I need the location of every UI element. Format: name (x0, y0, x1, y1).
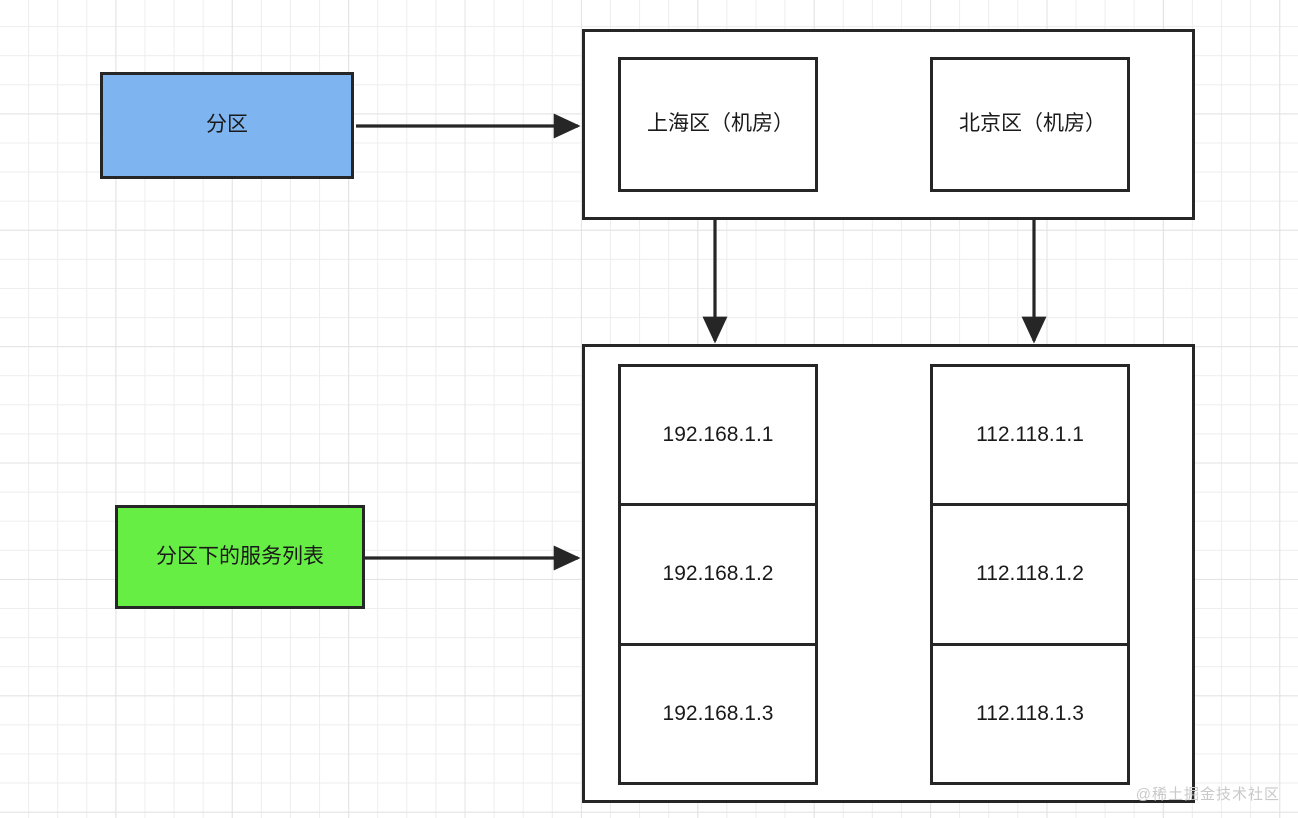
legend-partition-box[interactable]: 分区 (100, 72, 354, 179)
zone-label-shanghai: 上海区（机房） (647, 112, 794, 136)
service-ip-label: 112.118.1.3 (976, 701, 1084, 725)
legend-service-list-label: 分区下的服务列表 (156, 544, 324, 568)
zone-box-shanghai[interactable]: 上海区（机房） (618, 57, 818, 192)
zone-label-beijing: 北京区（机房） (959, 112, 1106, 136)
service-cell[interactable]: 112.118.1.3 (930, 645, 1130, 785)
zone-box-beijing[interactable]: 北京区（机房） (930, 57, 1130, 192)
service-ip-label: 192.168.1.2 (662, 562, 774, 586)
service-cell[interactable]: 192.168.1.2 (618, 506, 818, 646)
service-cell[interactable]: 112.118.1.2 (930, 506, 1130, 646)
service-cell[interactable]: 192.168.1.3 (618, 645, 818, 785)
service-cell[interactable]: 112.118.1.1 (930, 364, 1130, 507)
service-column-beijing: 112.118.1.1 112.118.1.2 112.118.1.3 (930, 364, 1130, 785)
service-ip-label: 192.168.1.3 (662, 701, 774, 725)
legend-service-list-box[interactable]: 分区下的服务列表 (115, 505, 365, 609)
service-ip-label: 192.168.1.1 (662, 423, 774, 447)
legend-partition-label: 分区 (206, 113, 248, 137)
service-ip-label: 112.118.1.2 (976, 562, 1084, 586)
service-cell[interactable]: 192.168.1.1 (618, 364, 818, 507)
watermark: @稀土掘金技术社区 (1135, 786, 1280, 803)
service-column-shanghai: 192.168.1.1 192.168.1.2 192.168.1.3 (618, 364, 818, 785)
service-ip-label: 112.118.1.1 (976, 423, 1084, 447)
